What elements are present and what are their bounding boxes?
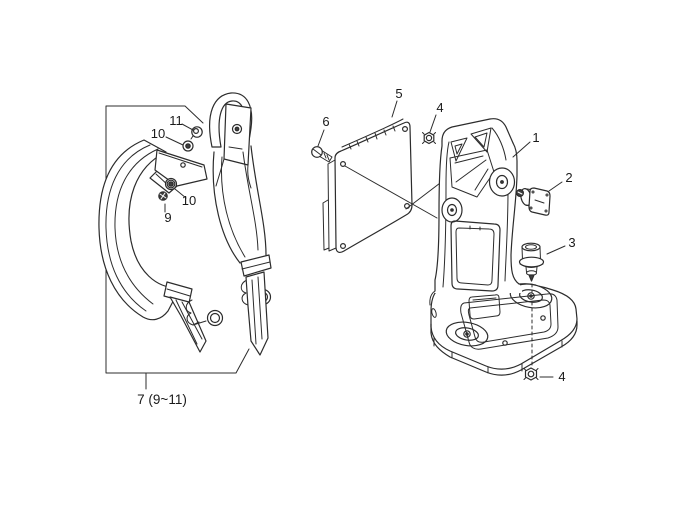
part-1-backplate-frame — [429, 117, 578, 376]
part-2-grommet — [515, 187, 551, 216]
callout-1: 1 — [532, 130, 539, 145]
hook-ring — [206, 309, 224, 327]
part-9-screw — [158, 191, 168, 201]
callout-6: 6 — [322, 114, 329, 129]
s-hook — [185, 299, 200, 326]
part-10-washer-lower — [164, 177, 178, 191]
part-10-washer-upper — [182, 140, 194, 152]
callout-10-lower: 10 — [182, 193, 196, 208]
callout-10-upper: 10 — [151, 126, 165, 141]
part-7-left-strap-pad — [98, 139, 224, 353]
callout-leaders — [164, 100, 566, 378]
callout-group-7: 7 (9~11) — [137, 392, 187, 407]
callout-labels: 1 2 3 4 4 5 6 9 10 10 11 7 (9~11) — [137, 86, 575, 407]
diagram-artwork — [98, 92, 578, 390]
s-hook — [240, 279, 255, 306]
callout-2: 2 — [565, 170, 572, 185]
part-5-cover-plate — [322, 118, 449, 253]
part-4-nut-bottom — [523, 301, 539, 381]
callout-11: 11 — [169, 113, 183, 128]
callout-9: 9 — [164, 210, 171, 225]
callout-4-bottom: 4 — [558, 369, 565, 384]
part-11-ring — [190, 126, 203, 140]
callout-4-top: 4 — [436, 100, 443, 115]
part-3-cap — [518, 242, 545, 293]
callout-5: 5 — [395, 86, 402, 101]
callout-3: 3 — [568, 235, 575, 250]
part-4-nut-top — [422, 131, 436, 145]
part-7-right-strap — [209, 92, 272, 356]
strap-tongue — [245, 271, 269, 356]
alignment-line — [344, 165, 438, 219]
strap-keeper — [223, 103, 252, 166]
part-6-screw — [311, 146, 333, 163]
